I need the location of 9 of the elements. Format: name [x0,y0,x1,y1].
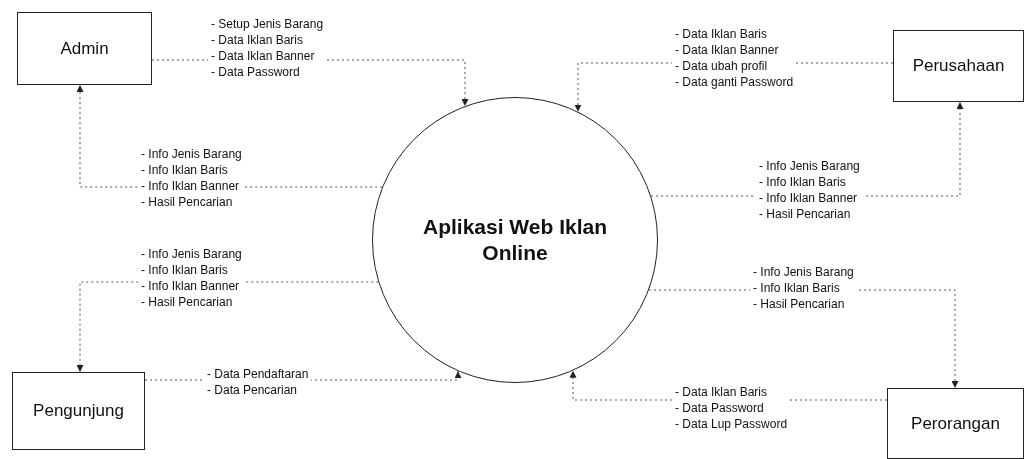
entity-name: Pengunjung [33,401,124,421]
entity-box [887,388,1024,459]
entity-box [12,372,145,450]
process-title: Aplikasi Web Iklan Online [422,213,608,266]
entity-name: Perorangan [911,413,1000,434]
entity-name: Perusahaan [912,56,1005,76]
entity-box [893,30,1024,102]
entity-box [17,12,152,85]
entity-name: Admin [60,38,109,59]
